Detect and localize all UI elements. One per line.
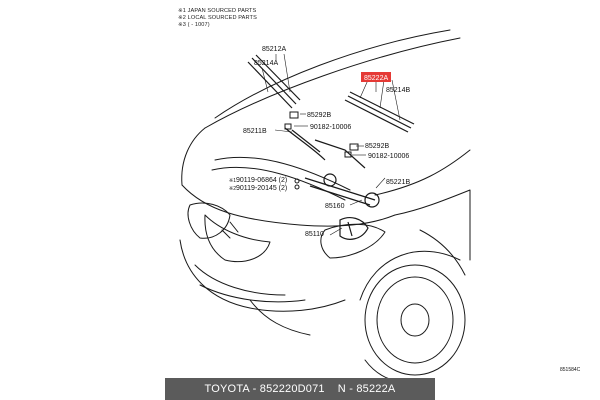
windshield-lower-edge	[374, 149, 471, 196]
callout-90182-upper[interactable]: 90182-10006	[310, 124, 351, 131]
callout-85292B-lower[interactable]: 85292B	[365, 143, 389, 150]
windshield-top-edge	[214, 29, 451, 119]
highlight-box	[361, 72, 391, 82]
lower-grille	[194, 264, 286, 296]
grille-upper	[204, 214, 271, 263]
callouts: 85212A 85214A 85292B 90182-10006 85211B …	[229, 46, 581, 373]
legend-japan-sourced: ※1 JAPAN SOURCED PARTS	[178, 8, 257, 14]
right-wiper-rubber	[349, 91, 415, 125]
callout-85214B[interactable]: 85214B	[386, 87, 410, 94]
footer-ref: 85222A	[356, 383, 396, 395]
left-wiper-arm-2	[284, 127, 326, 161]
source-legend: ※1 JAPAN SOURCED PARTS ※2 LOCAL SOURCED …	[178, 8, 257, 30]
callout-85214A[interactable]: 85214A	[254, 60, 278, 67]
footer-sep: -	[249, 383, 260, 395]
callout-85221B[interactable]: 85221B	[386, 179, 410, 186]
front-wheel-hub	[400, 303, 430, 337]
linkage-pivot-left	[323, 173, 337, 187]
wiper-linkage	[304, 173, 380, 240]
callout-85211B[interactable]: 85211B	[243, 128, 267, 135]
lower-grille-2	[199, 284, 306, 303]
cap-left	[289, 111, 299, 119]
hood-front-edge	[181, 184, 396, 227]
footer-gap: N -	[324, 383, 357, 395]
left-wiper-arm	[291, 129, 321, 153]
left-wiper-blade-outer	[247, 61, 293, 109]
nut-right	[344, 151, 352, 158]
mark-japan-sourced: ※1	[229, 178, 236, 184]
bolt-a	[294, 178, 300, 184]
cowl-line-2	[211, 166, 346, 201]
front-wheel	[364, 264, 466, 376]
linkage-rod-2	[309, 185, 371, 206]
right-wiper-arm	[314, 139, 366, 169]
callout-90119-06864[interactable]: 90119-06864 (2)	[236, 177, 287, 184]
headlight-right	[320, 223, 386, 259]
bumper-lip	[249, 299, 311, 336]
linkage-pivot-right	[364, 192, 380, 208]
left-wiper-blade-inner	[251, 57, 297, 105]
diagram-code: 851584C	[560, 367, 581, 373]
callout-90119-20145[interactable]: 90119-20145 (2)	[236, 185, 287, 192]
wheel-arch	[359, 250, 461, 301]
callout-90182-lower[interactable]: 90182-10006	[368, 153, 409, 160]
left-wiper-rubber	[255, 54, 301, 101]
right-wiper-blade-outer	[344, 99, 409, 133]
motor-detail	[347, 221, 353, 237]
callout-85292B-upper[interactable]: 85292B	[307, 112, 331, 119]
windshield-inner-edge	[204, 37, 461, 129]
right-wiper-blade-inner	[347, 95, 412, 129]
legend-date-range: ※3 ( - 1007)	[178, 22, 210, 29]
callout-85160[interactable]: 85160	[325, 203, 345, 210]
front-wheel-rim	[376, 276, 454, 364]
emblem	[221, 221, 239, 239]
callout-85212A[interactable]: 85212A	[262, 46, 286, 53]
footer-part-number[interactable]: 852220D071	[259, 383, 325, 395]
part-number-footer: TOYOTA - 852220D071 N - 85222A	[165, 378, 435, 400]
callout-85110[interactable]: 85110	[305, 231, 324, 238]
front-bumper	[179, 239, 346, 312]
hood-left-edge	[181, 127, 206, 186]
fender-crease	[419, 229, 466, 276]
cap-right	[349, 143, 359, 151]
footer-brand: TOYOTA	[204, 383, 250, 395]
bolt-b	[294, 184, 300, 190]
left-wiper-group	[247, 54, 326, 161]
wiper-motor	[339, 217, 369, 240]
callout-85222A-highlighted[interactable]: 85222A	[364, 75, 388, 82]
linkage-rod	[304, 177, 376, 201]
right-wiper-group	[314, 91, 415, 169]
fender-right	[394, 189, 471, 261]
mark-local-sourced: ※2	[229, 186, 236, 192]
nut-left	[284, 123, 292, 130]
legend-local-sourced: ※2 LOCAL SOURCED PARTS	[178, 15, 257, 22]
small-parts	[284, 111, 359, 190]
headlight-left	[187, 202, 231, 239]
